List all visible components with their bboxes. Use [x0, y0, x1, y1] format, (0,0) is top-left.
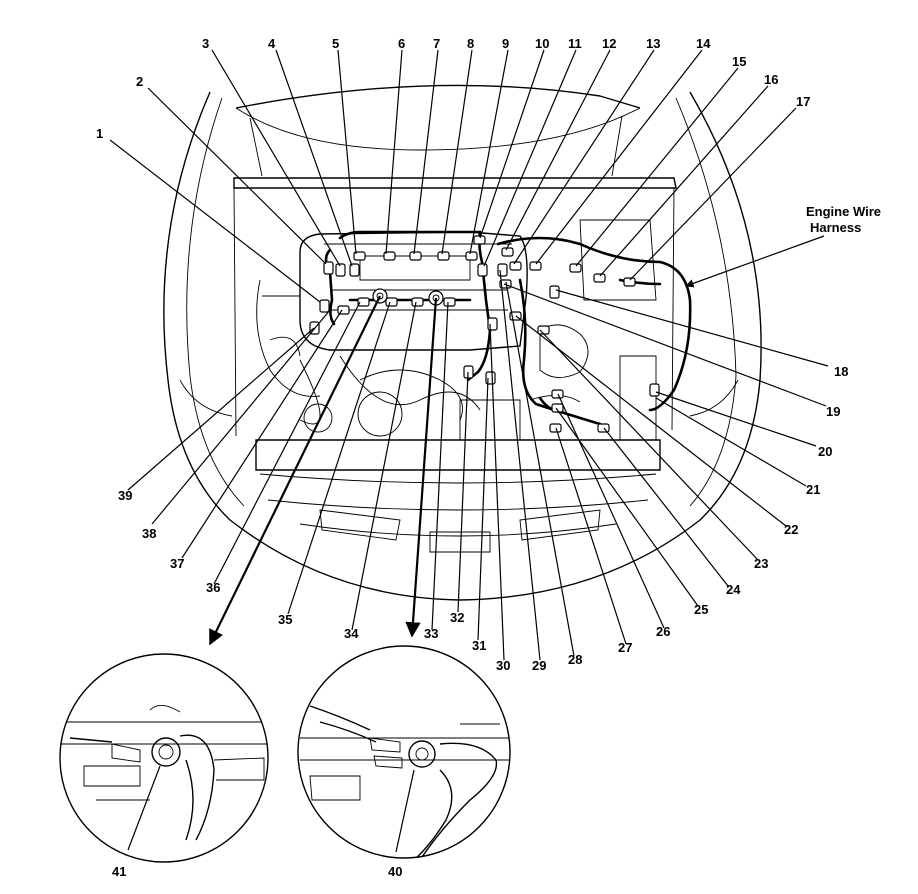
callout-14: 14 [696, 36, 711, 51]
callout-7: 7 [433, 36, 440, 51]
callout-2: 2 [136, 74, 143, 89]
harness-label-line2: Harness [810, 220, 861, 235]
callout-35: 35 [278, 612, 292, 627]
detail-view-ground-left [59, 653, 269, 863]
callout-31: 31 [472, 638, 486, 653]
callout-19: 19 [826, 404, 840, 419]
callout-24: 24 [726, 582, 741, 597]
callout-38: 38 [142, 526, 156, 541]
callout-12: 12 [602, 36, 616, 51]
connectors [309, 235, 660, 433]
callout-4: 4 [268, 36, 276, 51]
callout-3: 3 [202, 36, 209, 51]
callout-22: 22 [784, 522, 798, 537]
callout-8: 8 [467, 36, 474, 51]
detail-view-ground-right [297, 645, 511, 859]
callout-13: 13 [646, 36, 660, 51]
callout-32: 32 [450, 610, 464, 625]
callout-10: 10 [535, 36, 549, 51]
callout-36: 36 [206, 580, 220, 595]
callout-40: 40 [388, 864, 402, 879]
engine-block [256, 219, 657, 441]
engine-wire-harness [324, 230, 692, 426]
harness-label: Engine Wire Harness [806, 204, 881, 235]
callout-29: 29 [532, 658, 546, 673]
callout-33: 33 [424, 626, 438, 641]
callout-18: 18 [834, 364, 848, 379]
callout-5: 5 [332, 36, 339, 51]
callout-34: 34 [344, 626, 359, 641]
callout-21: 21 [806, 482, 820, 497]
callout-39: 39 [118, 488, 132, 503]
leader-lines [109, 49, 829, 661]
callout-17: 17 [796, 94, 810, 109]
callout-15: 15 [732, 54, 746, 69]
callout-26: 26 [656, 624, 670, 639]
callout-labels: 1 2 3 4 5 6 7 8 9 10 11 12 13 14 15 16 1… [96, 36, 848, 879]
callout-9: 9 [502, 36, 509, 51]
callout-6: 6 [398, 36, 405, 51]
callout-25: 25 [694, 602, 708, 617]
callout-37: 37 [170, 556, 184, 571]
vehicle-body-outline [163, 84, 762, 601]
callout-23: 23 [754, 556, 768, 571]
callout-27: 27 [618, 640, 632, 655]
callout-16: 16 [764, 72, 778, 87]
harness-label-line1: Engine Wire [806, 204, 881, 219]
callout-11: 11 [568, 36, 582, 51]
callout-41: 41 [112, 864, 126, 879]
callout-20: 20 [818, 444, 832, 459]
callout-30: 30 [496, 658, 510, 673]
callout-1: 1 [96, 126, 103, 141]
callout-28: 28 [568, 652, 582, 667]
